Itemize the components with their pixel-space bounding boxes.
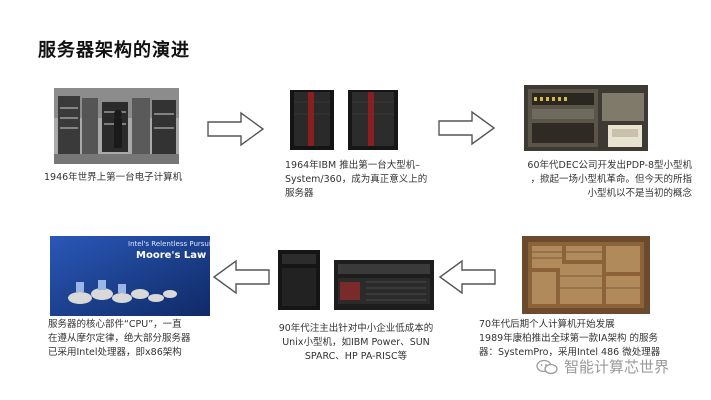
moores-law-image: Intel's Relentless Pursuit of Moore's La… [50, 236, 210, 316]
caption-line: 服务器的核心部件“CPU”，一直 [48, 319, 182, 330]
ibm-system360-photo [286, 86, 404, 152]
caption-line: Unix小型机，如IBM Power、SUN [282, 337, 430, 348]
caption-line: 70年代后期个人计算机开始发展 [479, 319, 615, 330]
caption-line: 小型机以不是当初的概念 [587, 188, 692, 199]
page-title: 服务器架构的演进 [38, 40, 190, 61]
eniac-photo [54, 88, 179, 164]
caption-70s: 70年代后期个人计算机开始发展 1989年康柏推出全球第一款IA架构 的服务 器… [479, 318, 660, 360]
intel-486-die-photo [522, 236, 650, 314]
caption-line: SPARC、HP PA-RISC等 [304, 351, 408, 362]
moores-law-title: Moore's Law [136, 250, 207, 261]
pdp8-photo [524, 85, 648, 151]
arrow-left-icon [438, 259, 496, 295]
caption-line: 1946年世界上第一台电子计算机 [44, 172, 183, 183]
wechat-icon [536, 359, 558, 374]
caption-line: 服务器 [285, 188, 314, 199]
caption-line: 已采用Intel处理器，即x86架构 [48, 347, 182, 358]
caption-line: 1964年IBM 推出第一台大型机– [285, 160, 420, 171]
caption-1946: 1946年世界上第一台电子计算机 [44, 171, 182, 185]
caption-line: System/360，成为真正意义上的 [285, 174, 428, 185]
caption-line: 90年代注主出针对中小企业低成本的 [278, 323, 434, 334]
caption-60s: 60年代DEC公司开发出PDP-8型小型机 ，掀起一场小型机革命。但今天的所指 … [480, 159, 692, 201]
watermark: 智能计算芯世界 [536, 356, 669, 377]
unix-servers-photo [276, 246, 438, 312]
caption-line: 1989年康柏推出全球第一款IA架构 的服务 [479, 333, 658, 344]
caption-line: 60年代DEC公司开发出PDP-8型小型机 [527, 160, 692, 171]
caption-line: ，掀起一场小型机革命。但今天的所指 [530, 174, 692, 185]
caption-90s: 90年代注主出针对中小企业低成本的 Unix小型机，如IBM Power、SUN… [268, 322, 444, 364]
watermark-text: 智能计算芯世界 [564, 358, 670, 376]
caption-line: 器：SystemPro，采用Intel 486 微处理器 [479, 347, 661, 358]
arrow-right-icon [438, 110, 496, 146]
caption-1964: 1964年IBM 推出第一台大型机– System/360，成为真正意义上的 服… [285, 159, 427, 201]
moores-law-subtitle: Intel's Relentless Pursuit of [128, 240, 210, 248]
caption-line: 在遵从摩尔定律，绝大部分服务器 [48, 333, 191, 344]
caption-cpu: 服务器的核心部件“CPU”，一直 在遵从摩尔定律，绝大部分服务器 已采用Inte… [48, 318, 191, 360]
arrow-right-icon [207, 111, 265, 147]
arrow-left-icon [212, 259, 270, 295]
